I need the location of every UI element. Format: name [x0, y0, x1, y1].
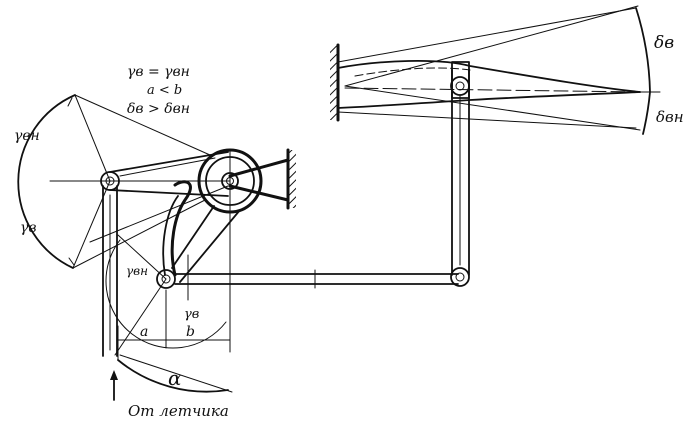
label-delta-inequality: δв > δвн: [127, 101, 190, 117]
upper-right-pivot-pin: [455, 81, 465, 91]
lower-left-pivot-pin: [161, 274, 171, 284]
surface-neutral-top: [337, 60, 641, 93]
label-a-less-b: a < b: [147, 83, 182, 98]
right-wall-hatch: [288, 150, 296, 208]
left-wall-hatch: [330, 45, 338, 120]
gamma-v-ray: [72, 180, 111, 269]
curved-cam-arm: [170, 180, 192, 277]
label-dim-a: a: [140, 324, 148, 340]
alpha-arc: [117, 359, 229, 393]
gamma-arc: [17, 94, 76, 269]
control-surface-assembly: [330, 5, 661, 287]
surface-dashed-contour: [354, 67, 471, 77]
surface-chord: [344, 87, 641, 93]
label-alpha: α: [168, 366, 182, 390]
push-rod: [174, 269, 459, 289]
lower-right-pivot-pin: [455, 272, 465, 282]
label-gamma-vn: γвн: [14, 128, 40, 144]
wheel-connector-ray: [89, 185, 229, 243]
deflection-down-line: [344, 85, 641, 131]
wheel-bracket: [228, 158, 290, 202]
pilot-input-arrow-head: [110, 370, 118, 380]
deflection-up-line: [344, 5, 639, 87]
label-dim-b: b: [186, 324, 195, 340]
lower-sweep-ray-1: [114, 278, 167, 356]
lower-gamma-arc: [105, 239, 227, 349]
gamma-vn-ray-outer: [74, 94, 211, 156]
lower-left-pivot: [156, 269, 176, 289]
lower-right-pivot: [450, 267, 470, 287]
lower-sweep-ray-2: [117, 234, 167, 280]
rocker-link-inner: [119, 157, 216, 177]
delta-vn-arc: [642, 91, 651, 135]
upper-right-pivot-block: [451, 61, 470, 99]
gamma-v-ray-outer: [72, 199, 206, 269]
surface-neutral-bottom: [337, 91, 641, 109]
upper-right-pivot: [450, 76, 470, 96]
rocker-link: [109, 151, 229, 197]
curved-cam-arm-inner: [162, 195, 179, 276]
label-gamma-equality: γв = γвн: [127, 64, 190, 80]
label-gamma-v-lower: γв: [184, 307, 199, 322]
label-gamma-v: γв: [20, 220, 37, 236]
gamma-arc-arrows: [67, 97, 75, 266]
label-delta-vn: δвн: [656, 108, 684, 126]
label-delta-v: δв: [654, 33, 674, 53]
alpha-chord: [119, 354, 233, 393]
label-gamma-vn-lower: γвн: [126, 264, 148, 278]
deflected-surface-edges: [337, 7, 637, 129]
delta-v-arc: [635, 7, 651, 93]
label-from-pilot: От летчика: [128, 402, 229, 420]
pilot-lever-assembly: [17, 94, 296, 401]
gamma-vn-ray: [74, 94, 111, 182]
